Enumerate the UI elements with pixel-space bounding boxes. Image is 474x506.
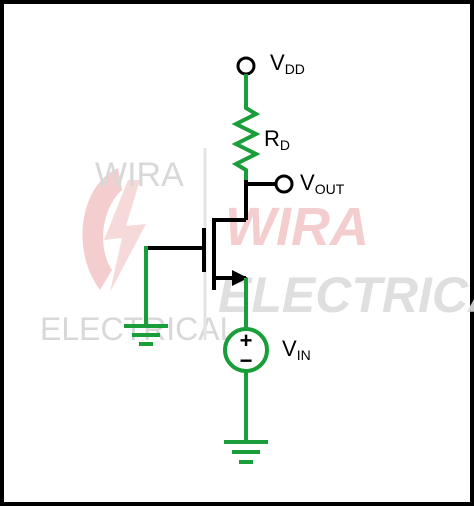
drain-resistor-icon xyxy=(231,100,261,180)
source-ground-icon xyxy=(224,440,268,464)
vout-label-sub: OUT xyxy=(315,181,345,197)
watermark-text-left-1: WIRA xyxy=(95,156,184,194)
vdd-terminal-icon xyxy=(236,56,256,76)
nmos-transistor-icon xyxy=(146,218,248,290)
vin-plus-sign: + xyxy=(240,328,253,353)
vin-label: VIN xyxy=(282,336,311,363)
vdd-label-main: V xyxy=(270,50,285,75)
rd-label-sub: D xyxy=(280,137,290,153)
rd-label-main: R xyxy=(264,126,280,151)
watermark-text-left-2: ELECTRICAL xyxy=(40,311,237,347)
vout-label-main: V xyxy=(300,170,315,195)
vin-minus-sign: − xyxy=(240,348,253,373)
watermark-bolt-shape xyxy=(104,180,146,292)
vout-terminal-icon xyxy=(274,174,294,194)
watermark-logo-bolt-icon xyxy=(82,168,122,290)
vin-label-main: V xyxy=(282,336,297,361)
vdd-label: VDD xyxy=(270,50,305,77)
watermark-text-right-2: ELECTRICAL xyxy=(218,267,474,323)
vin-label-sub: IN xyxy=(297,347,311,363)
vout-label: VOUT xyxy=(300,170,345,197)
vdd-label-sub: DD xyxy=(285,61,305,77)
watermark-text-right-1: WIRA xyxy=(225,197,369,257)
gate-ground-icon xyxy=(124,324,168,346)
rd-label: RD xyxy=(264,126,290,153)
watermark: WIRA ELECTRICAL WIRA ELECTRICAL xyxy=(40,148,474,347)
